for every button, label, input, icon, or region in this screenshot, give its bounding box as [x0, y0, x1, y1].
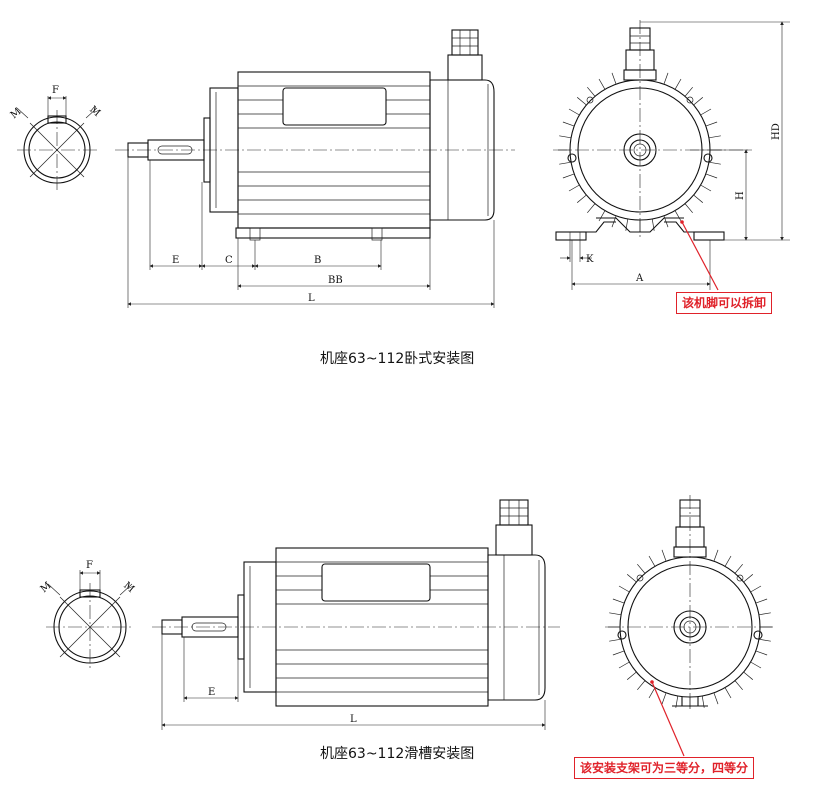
dim-label-F-top: F — [52, 85, 59, 96]
dim-label-E-top: E — [172, 255, 179, 266]
dim-label-M1-bottom: M — [39, 580, 54, 595]
motor-side-view-bottom — [152, 499, 560, 730]
cooling-fin — [750, 585, 762, 593]
cooling-fin — [693, 194, 704, 203]
cooling-fin — [648, 555, 656, 567]
cooling-fin — [559, 161, 572, 165]
dim-label-L-bottom: L — [350, 714, 357, 725]
cooling-fin — [708, 135, 721, 139]
cooling-fin — [661, 692, 667, 705]
cooling-fin — [713, 549, 719, 562]
cooling-fin — [626, 671, 637, 680]
cooling-fin — [611, 72, 617, 85]
cooling-fin — [568, 108, 580, 116]
dim-label-M1-top: M — [9, 106, 24, 121]
cooling-fin — [700, 184, 712, 192]
cooling-fin — [598, 78, 606, 90]
dim-label-E-bottom: E — [208, 687, 215, 698]
cooling-fin — [708, 161, 721, 165]
note-bracket-division: 该安装支架可为三等分，四等分 — [574, 757, 755, 779]
cooling-fin — [612, 598, 625, 604]
cooling-fin — [684, 203, 693, 214]
cooling-fin — [705, 121, 718, 127]
dim-label-B: B — [314, 255, 321, 266]
dim-label-BB: BB — [328, 275, 343, 286]
note-foot-removable: 该机脚可以拆卸 — [676, 292, 773, 314]
motor-front-view-bottom — [605, 495, 775, 757]
cooling-fin — [758, 612, 771, 616]
cooling-fin — [661, 549, 667, 562]
shaft-end-view-bottom — [46, 570, 134, 671]
dim-label-L-top: L — [308, 293, 315, 304]
cooling-fin — [618, 661, 630, 669]
cooling-fin — [587, 86, 596, 97]
cooling-fin — [648, 687, 656, 699]
dim-label-F-bottom: F — [86, 560, 93, 571]
cooling-fin — [568, 184, 580, 192]
cooling-fin — [750, 661, 762, 669]
shaft-end-view-top — [16, 96, 98, 190]
cooling-fin — [609, 612, 622, 616]
caption-slide-mount: 机座63~112滑槽安装图 — [320, 746, 475, 762]
cooling-fin — [612, 650, 625, 656]
cooling-fin — [713, 692, 719, 705]
cooling-fin — [693, 97, 704, 106]
cooling-fin — [743, 574, 754, 583]
cooling-fin — [755, 650, 768, 656]
cooling-fin — [724, 687, 732, 699]
cooling-fin — [637, 680, 646, 691]
cooling-fin — [674, 78, 682, 90]
cooling-fin — [743, 671, 754, 680]
dim-label-C: C — [225, 255, 233, 266]
dim-label-M2-bottom: M — [121, 580, 136, 595]
cooling-fin — [576, 194, 587, 203]
dim-label-M2-top: M — [87, 104, 102, 119]
cooling-fin — [587, 203, 596, 214]
cooling-fin — [663, 72, 669, 85]
cooling-fin — [598, 210, 606, 222]
cooling-fin — [700, 108, 712, 116]
dim-label-K: K — [586, 254, 594, 265]
cooling-fin — [562, 121, 575, 127]
caption-horizontal-mount: 机座63~112卧式安装图 — [320, 351, 475, 367]
cooling-fin — [758, 638, 771, 642]
motor-front-view-top — [553, 20, 790, 291]
cooling-fin — [734, 563, 743, 574]
cooling-fin — [626, 574, 637, 583]
cooling-fin — [576, 97, 587, 106]
dim-label-A: A — [635, 273, 644, 284]
cooling-fin — [734, 680, 743, 691]
cooling-fin — [684, 86, 693, 97]
cooling-fin — [755, 598, 768, 604]
cooling-fin — [618, 585, 630, 593]
dim-label-H: H — [735, 191, 746, 200]
dim-label-HD: HD — [771, 123, 782, 140]
cooling-fin — [724, 555, 732, 567]
cooling-fin — [674, 210, 682, 222]
cooling-fin — [637, 563, 646, 574]
cooling-fin — [609, 638, 622, 642]
cooling-fin — [562, 173, 575, 179]
motor-side-view-top — [115, 29, 515, 308]
cooling-fin — [559, 135, 572, 139]
cooling-fin — [705, 173, 718, 179]
